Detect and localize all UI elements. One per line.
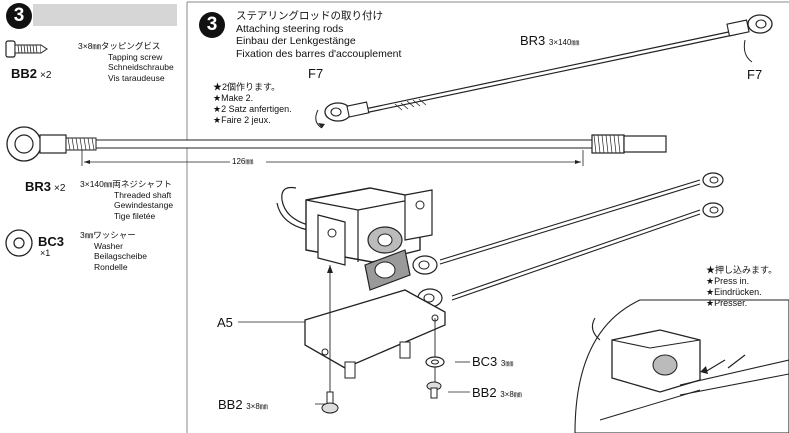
make-two-note: ★2個作ります。 ★Make 2. ★2 Satz anfertigen. ★F… [213,82,292,125]
bracket-a5 [304,289,446,379]
part-qty-bc3: ×1 [40,248,51,258]
step-header-bar [33,4,177,26]
step-number-badge: 3 [6,3,32,29]
part-desc-bb2: 3×8㎜タッピングビス Tapping screw Schneidschraub… [78,41,174,83]
callout-f7-right: F7 [747,67,763,82]
press-in-inset [574,299,789,433]
callout-a5: A5 [217,315,233,330]
callout-bc3: BC3 3㎜ [472,354,514,369]
callout-br3: BR3 3×140㎜ [520,33,580,48]
steering-rods-right [412,172,724,308]
part-code-bc3: BC3 [38,234,65,249]
screw-bb2-left [321,391,339,414]
steering-rod-top [315,14,773,129]
washer-icon [5,229,33,257]
callout-bb2-right: BB2 3×8㎜ [472,385,522,400]
washer-bc3-assembly [425,356,445,368]
assembly-arrows [238,265,470,405]
part-desc-bc3: 3㎜ワッシャー Washer Beilagscheibe Rondelle [80,230,147,272]
dimension-label: 126㎜ [232,157,254,166]
callout-bb2-left: BB2 3×8㎜ [218,397,268,412]
part-code-bb2: BB2×2 [11,66,52,81]
callout-f7-left: F7 [308,66,324,81]
part-desc-br3: 3×140㎜両ネジシャフト Threaded shaft Gewindestan… [80,179,174,221]
tapping-screw-icon [5,40,48,58]
step-title: ステアリングロッドの取り付け Attaching steering rods E… [236,10,402,60]
servo-assembly [276,186,433,291]
press-in-note: ★押し込みます。 ★Press in. ★Eindrücken. ★Presse… [706,265,778,308]
threaded-shaft-icon [6,126,667,162]
main-step-badge: 3 [199,12,225,38]
dimension-line [81,150,584,166]
part-code-br3: BR3×2 [25,179,66,194]
screw-bb2-right [426,381,442,399]
